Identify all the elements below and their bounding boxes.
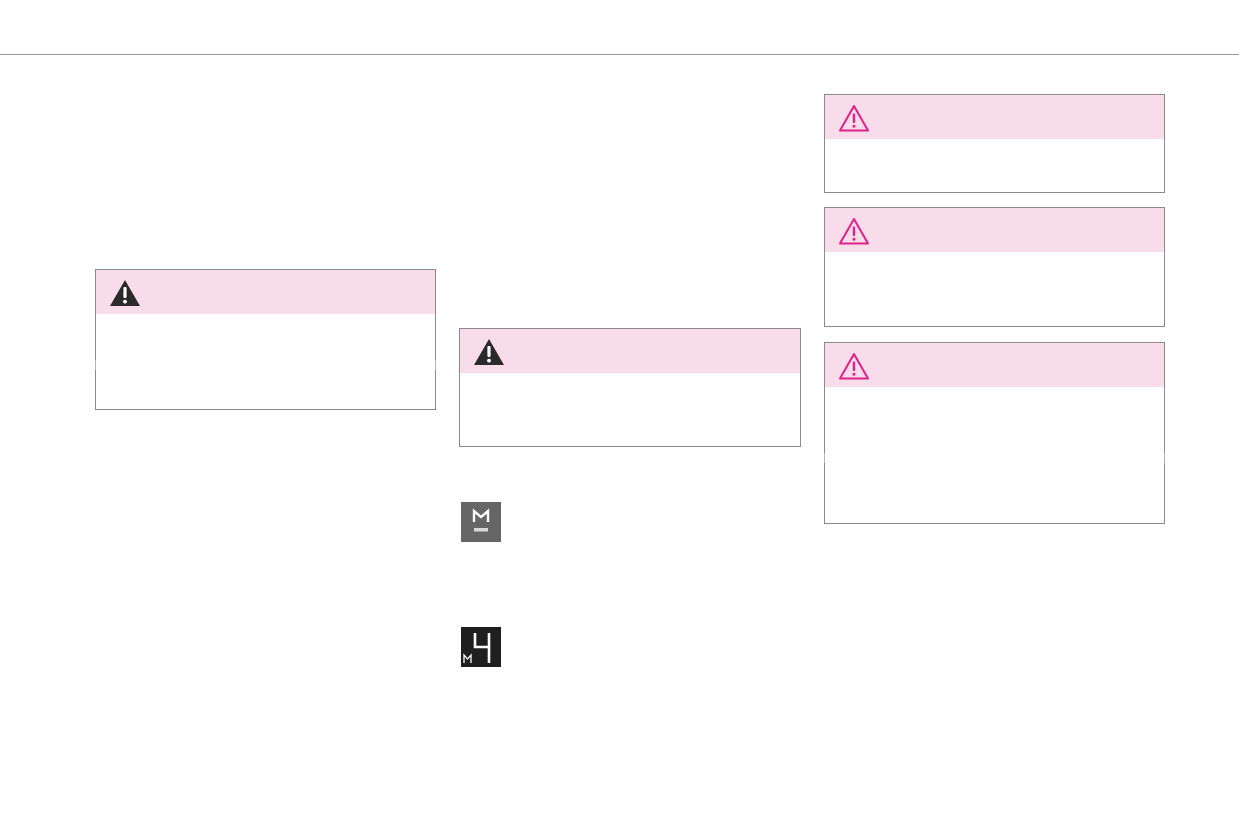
box-edge-mark xyxy=(95,360,96,370)
caution-box xyxy=(824,207,1165,327)
warning-box xyxy=(459,328,801,447)
box-edge-mark xyxy=(435,360,436,370)
box-edge-mark xyxy=(1164,453,1165,463)
box-edge-mark xyxy=(824,453,825,463)
header-rule xyxy=(0,54,1239,55)
manual-gear-indicator xyxy=(461,627,501,667)
caution-box-header xyxy=(825,95,1164,139)
warning-outline-icon xyxy=(839,218,869,245)
warning-filled-icon xyxy=(110,280,140,306)
warning-box-header xyxy=(460,329,800,373)
caution-box-header xyxy=(825,343,1164,387)
caution-box xyxy=(824,342,1165,524)
warning-box-header xyxy=(96,270,435,314)
manual-mode-indicator xyxy=(461,502,501,542)
warning-filled-icon xyxy=(474,339,504,365)
caution-box-header xyxy=(825,208,1164,252)
warning-outline-icon xyxy=(839,105,869,132)
warning-box xyxy=(95,269,436,410)
caution-box xyxy=(824,94,1165,193)
warning-outline-icon xyxy=(839,353,869,380)
